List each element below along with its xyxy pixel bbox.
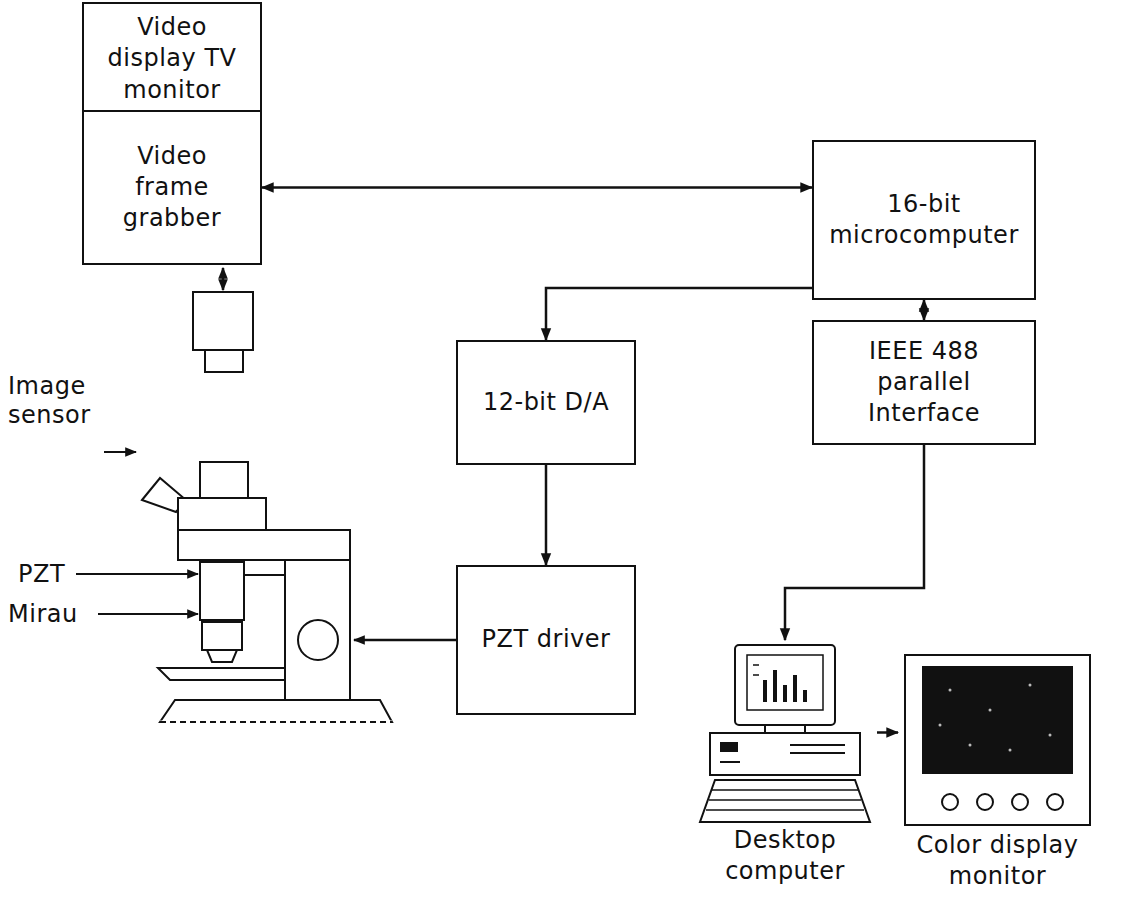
box-text: IEEE 488 parallel Interface xyxy=(824,336,1024,430)
part-label: Mirau xyxy=(8,600,78,629)
process-box: 12-bit D/A xyxy=(456,340,636,465)
box-text: PZT driver xyxy=(482,624,611,655)
connector-arrow xyxy=(546,288,812,340)
camera-link xyxy=(222,268,225,290)
computer-illustration xyxy=(695,640,875,825)
connector-arrow xyxy=(785,445,924,640)
box-text: Color display monitor xyxy=(903,830,1093,892)
box-text: Video frame grabber xyxy=(112,141,232,235)
part-label: Image sensor xyxy=(8,372,118,430)
connector-arrow xyxy=(262,186,812,189)
process-box: PZT driver xyxy=(456,565,636,715)
connector-arrow xyxy=(545,465,548,565)
box-text: 12-bit D/A xyxy=(483,387,609,418)
box-text: Desktop computer xyxy=(710,825,860,887)
process-box: Video frame grabber xyxy=(82,110,262,265)
monitor-illustration xyxy=(900,650,1095,830)
process-box: IEEE 488 parallel Interface xyxy=(812,320,1036,445)
process-box: Video display TV monitor xyxy=(82,2,262,116)
connector-arrow xyxy=(877,731,898,734)
leader-arrow xyxy=(98,613,198,615)
process-box: 16-bit microcomputer xyxy=(812,140,1036,300)
display-monitor: Color display monitor xyxy=(900,650,1095,892)
leader-arrow xyxy=(104,451,136,453)
leader-arrow xyxy=(76,573,198,575)
part-label: PZT xyxy=(18,560,65,589)
connector-arrow xyxy=(923,300,926,320)
box-text: Video display TV monitor xyxy=(97,12,247,106)
pzt-drive-wire xyxy=(354,639,456,642)
box-text: 16-bit microcomputer xyxy=(824,189,1024,251)
desktop-computer: Desktop computer xyxy=(685,640,885,887)
